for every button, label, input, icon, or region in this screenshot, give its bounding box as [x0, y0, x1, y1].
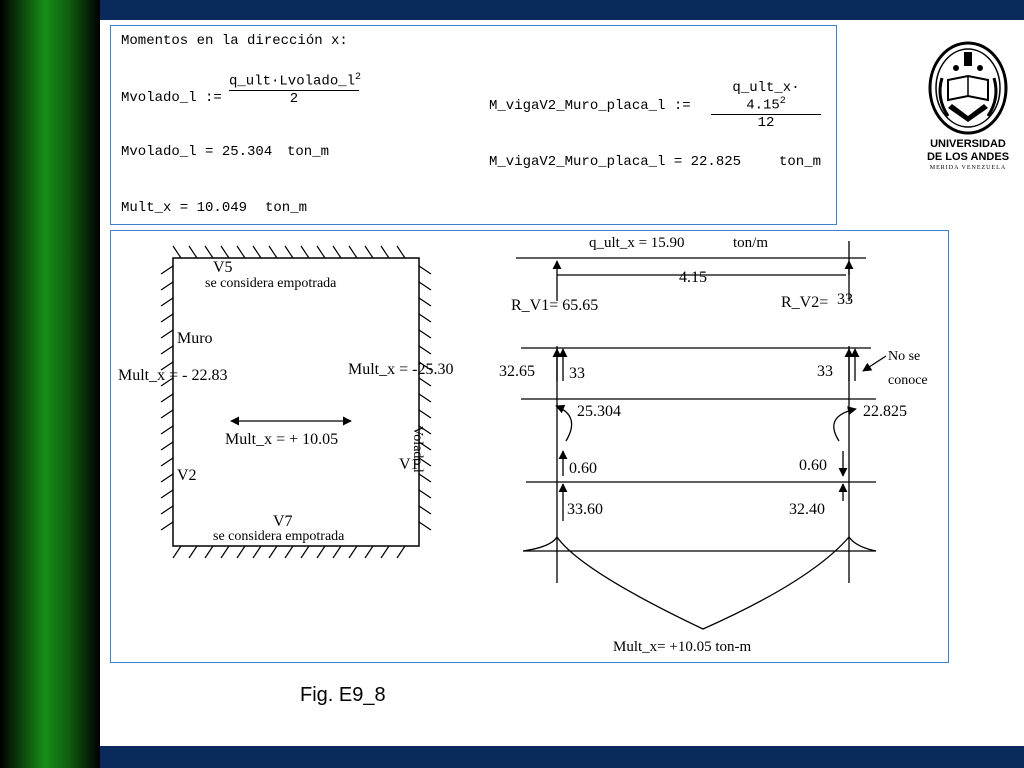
- figure-caption: Fig. E9_8: [300, 684, 386, 706]
- beam-load-label: q_ult_x = 15.90: [589, 235, 685, 251]
- mult-result: Mult_x = 10.049: [121, 200, 248, 216]
- mvolado-fraction: q_ult·Lvolado_l2 2: [229, 72, 362, 107]
- slab-label-v2: V2: [177, 467, 197, 484]
- beam-load-unit: ton/m: [733, 235, 769, 251]
- beam-note-conoce: conoce: [888, 373, 928, 388]
- beam-note-no-se: No se: [888, 349, 921, 364]
- university-logo: UNIVERSIDAD DE LOS ANDES MERIDA VENEZUEL…: [918, 38, 1018, 171]
- beam-moment-left: 25.304: [577, 403, 621, 420]
- slab-top-note: se considera empotrada: [205, 276, 337, 291]
- slab-label-v7: V7: [273, 513, 293, 530]
- beam-reaction-v2-value: 33: [837, 291, 853, 308]
- beam-left-33: 33: [569, 365, 585, 382]
- university-seal-icon: [928, 41, 1008, 135]
- university-name-line2: DE LOS ANDES: [926, 151, 1010, 163]
- beam-span-label: 4.15: [679, 269, 707, 286]
- beam-right-3240: 32.40: [789, 501, 825, 518]
- slab-label-v5: V5: [213, 259, 233, 276]
- beam-right-33: 33: [817, 363, 833, 380]
- beam-mult-label: Mult_x= +10.05 ton-m: [613, 639, 752, 655]
- mvolado-definition: Mvolado_l :=: [121, 90, 222, 106]
- beam-reaction-v1: R_V1= 65.65: [511, 297, 599, 314]
- calc-heading: Momentos en la dirección x:: [121, 33, 348, 49]
- mviga-exponent: 2: [779, 96, 786, 107]
- mviga-numerator: q_ult_x· 4.15: [732, 80, 800, 114]
- mviga-fraction-line: [711, 113, 821, 115]
- slab-bottom-note: se considera empotrada: [213, 529, 345, 544]
- bottom-decor-bar: [100, 746, 1024, 768]
- mviga-fraction: q_ult_x· 4.152 12: [711, 80, 821, 131]
- beam-left-3265: 32.65: [499, 363, 535, 380]
- university-name-line1: UNIVERSIDAD: [930, 138, 1006, 150]
- mviga-denominator: 12: [757, 114, 775, 131]
- slab-label-muro: Muro: [177, 330, 213, 347]
- mvolado-denominator: 2: [289, 90, 299, 107]
- mviga-unit: ton_m: [779, 154, 822, 170]
- mvolado-unit: ton_m: [287, 144, 330, 160]
- mult-unit: ton_m: [265, 200, 308, 216]
- beam-reaction-v2-label: R_V2=: [781, 294, 829, 311]
- top-decor-bar: [100, 0, 1024, 20]
- left-decor-bar: [0, 0, 100, 768]
- beam-drawing: [516, 241, 877, 630]
- university-name-line3: MERIDA VENEZUELA: [929, 165, 1007, 171]
- mvolado-numerator: q_ult·Lvolado_l: [229, 73, 356, 90]
- beam-right-060: 0.60: [799, 457, 827, 474]
- mviga-definition: M_vigaV2_Muro_placa_l :=: [489, 98, 691, 114]
- diagram-panel: V5 se considera empotrada Muro Mult_x = …: [110, 230, 949, 663]
- beam-left-3360: 33.60: [567, 501, 603, 518]
- diagram-drawing: [160, 241, 887, 630]
- mvolado-fraction-line: [229, 89, 359, 91]
- slab-drawing: [160, 245, 432, 559]
- slab-label-v1: V1: [399, 456, 419, 473]
- beam-moment-right: 22.825: [863, 403, 907, 420]
- calculation-panel: Momentos en la dirección x: Mvolado_l :=…: [110, 25, 837, 225]
- slab-mult-center: Mult_x = + 10.05: [225, 431, 339, 448]
- slab-mult-right: Mult_x = -25.30: [348, 361, 454, 378]
- slab-mult-left: Mult_x = - 22.83: [118, 367, 228, 384]
- beam-left-060: 0.60: [569, 460, 597, 477]
- mviga-result: M_vigaV2_Muro_placa_l = 22.825: [489, 154, 742, 170]
- mvolado-exponent: 2: [355, 72, 362, 83]
- mvolado-result: Mvolado_l = 25.304: [121, 144, 273, 160]
